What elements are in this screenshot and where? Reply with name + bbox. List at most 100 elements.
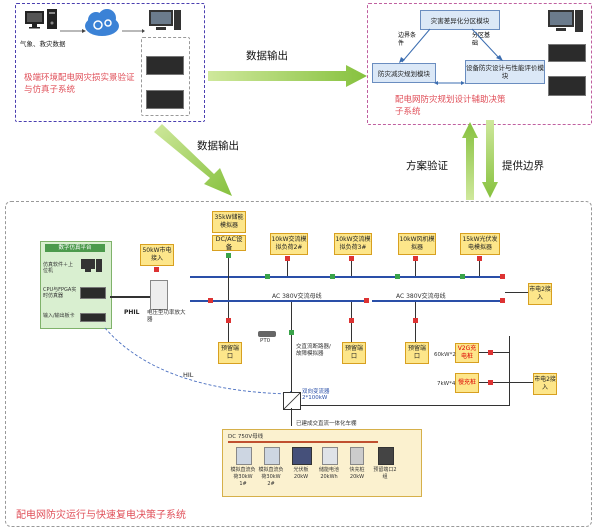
converter-icon [283,392,301,410]
feeder-load2 [287,261,288,276]
dc-item-4: 储能电池20kWh [318,467,339,480]
dc-item-3: 光伏板20kW [293,467,309,480]
fast-link [478,382,509,383]
switch-breaker [289,330,294,335]
operation-subsystem-title: 配电网防灾运行与快速复电决策子系统 [16,510,186,521]
dc-breaker-label: 交直流断路器/故障模拟器 [296,344,331,357]
fast-charger: 慢充桩 [455,373,479,393]
server-rack-icon-3 [548,44,586,62]
v2g-link [478,352,509,353]
module-zoning: 灾害差异化分区模块 [420,10,500,30]
ac-bus-upper [190,276,505,278]
arrow-data-output-right [208,64,368,88]
server-rack-icon-4 [548,76,586,96]
sim-pc-icon [80,258,104,273]
grid2-input-b: 市电2接入 [533,373,557,395]
dc-item-icon-4 [322,447,338,465]
converter-label: 双向变流器 [302,389,330,395]
dc-item-1: 模拟直流负荷30kW 1# [230,467,256,487]
storage-simulator: 35kW储能模拟器 [212,211,246,233]
planning-horizontal-link [434,71,465,85]
feeder-load3 [351,261,352,276]
switch-bus-1 [265,274,270,279]
dc-item-icon-2 [264,447,280,465]
module-prevention-planning: 防灾减灾规划模块 [372,63,436,83]
grid2-input-a: 市电2接入 [528,283,552,305]
converter-power: 2*100kW [302,395,328,401]
dc-bus-label: DC 750V母线 [228,434,264,440]
verification-subsystem-title: 极端环境配电网灾损实景验证与仿真子系统 [24,73,135,95]
switch-dcac [226,253,231,258]
converter-link-right [300,405,510,406]
cloud-link-arrows [60,19,145,33]
dc-item-5: 快充桩20kW [349,467,365,480]
pt-device-icon [258,331,276,337]
planning-arrows [372,26,547,74]
planning-subsystem-title: 配电网防灾规划设计辅助决策子系统 [395,95,506,117]
scheme-verify-label: 方案验证 [406,160,448,172]
pt-label: PT0 [260,338,271,344]
ac-bus-lower-left [190,300,365,302]
ac-load-3: 10kW交流模拟负荷3# [334,233,372,255]
server-rack-icon [146,56,184,75]
edge-left-label: 边界条件 [398,32,417,47]
ac-load-2: 10kW交流模拟负荷2# [270,233,308,255]
switch-load3 [349,256,354,261]
switch-pv [477,256,482,261]
feeder-wind [415,261,416,276]
feeder-dcac [228,258,229,300]
amplifier-icon [150,280,168,310]
module-equipment-design: 设备防灾设计与性能评价模块 [465,60,545,84]
switch-bus-6 [364,298,369,303]
switch-fast [488,380,493,385]
dc-item-6: 预留端口2组 [373,467,397,480]
dc-bus-line [228,441,378,443]
switch-grid-in [154,267,159,272]
weather-disaster-data-label: 气象、救灾数据 [20,40,66,48]
subsystem-box-planning [367,3,592,125]
grid2-a-link [505,292,528,293]
dc-item-icon-5 [350,447,364,465]
switch-v2g [488,350,493,355]
switch-bus-2 [330,274,335,279]
reserve-port-3: 预留端口 [405,342,429,364]
simulation-platform-header: 数字仿真平台 [45,244,105,252]
switch-bus-3 [395,274,400,279]
dc-item-icon-6 [378,447,394,465]
switch-bus-5 [208,298,213,303]
workstation-icon [148,8,182,32]
data-output-label-1: 数据输出 [246,50,288,62]
phil-label: PHIL [124,309,140,316]
subsystem-box-verification [15,3,205,122]
reserve-port-1: 预留端口 [218,342,242,364]
amplifier-label: 电压型功率放大器 [147,310,186,323]
switch-load2 [285,256,290,261]
dc-item-icon-3 [292,447,312,465]
server-group-frame [141,37,190,116]
dc-bus-note: 已建成交直流一体化车棚 [296,421,357,427]
phil-link [110,296,150,298]
reserve-port-2: 预留端口 [342,342,366,364]
grid2b-link [509,382,533,383]
cloud-gear-icon [82,8,122,38]
sim-item-rt: CPU与FPGA实时仿真器 [43,287,77,299]
ac-bus-label-1: AC 380V交流母线 [272,293,322,300]
pc-tower-icon [46,8,58,30]
arrow-data-output-down [150,122,238,198]
converter-down [291,408,292,426]
sim-item-io: 输入/输出板卡 [43,313,75,319]
edge-right-label: 分区基础 [472,32,491,47]
subsystem-box-operation [5,201,592,527]
pv-simulator: 15kW光伏发电模拟器 [460,233,500,255]
sim-io-icon [80,313,106,322]
hil-label: HIL [183,371,194,379]
monitor-icon [24,10,48,29]
breaker-feeder [291,302,292,392]
arrow-down-scheme-verify [482,120,498,200]
data-output-label-2: 数据输出 [197,140,239,152]
switch-bus-8 [500,298,505,303]
switch-bus-4 [460,274,465,279]
dc-item-2: 模拟直流负荷30kW 2# [258,467,284,487]
workstation-icon-2 [547,8,585,34]
dc-item-icon-1 [236,447,252,465]
